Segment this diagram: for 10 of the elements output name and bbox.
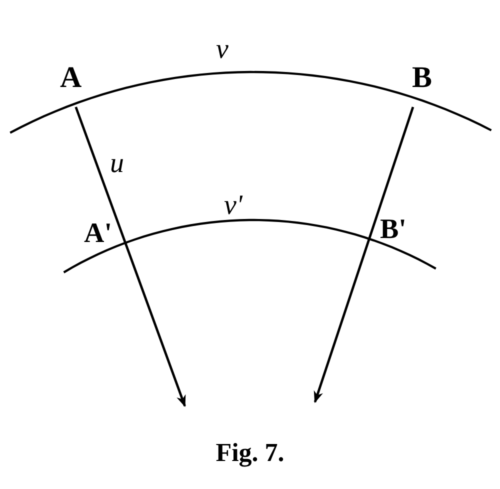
point-label: B' [380, 216, 406, 244]
point-label: A [60, 63, 82, 93]
figure-caption: Fig. 7. [214, 440, 286, 466]
arrow [314, 106, 414, 404]
edge-label: u [110, 150, 124, 178]
arc-label: v [216, 36, 228, 64]
point-label: A' [84, 220, 112, 248]
arrow [74, 106, 186, 408]
point-label: B [412, 63, 432, 93]
arc-label: v' [224, 192, 242, 220]
